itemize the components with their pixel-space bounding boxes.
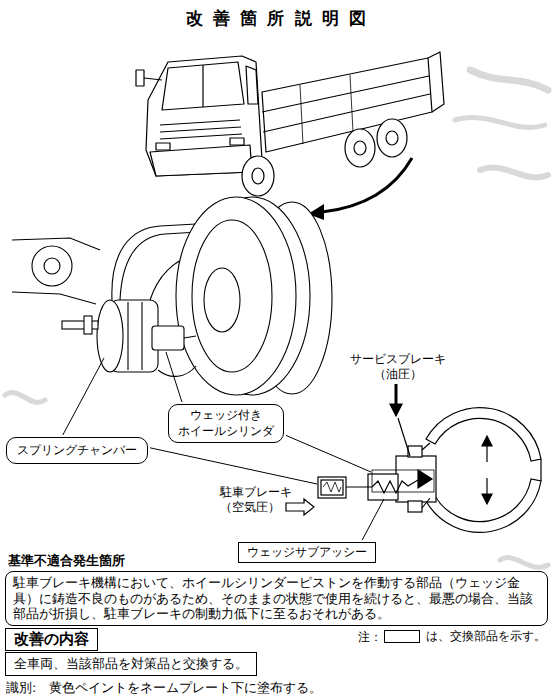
leader-line: [286, 435, 371, 472]
leader-line: [362, 499, 384, 540]
legend-text: は、交換部品を示す。: [426, 629, 546, 644]
node-text: 改善の内容: [14, 630, 89, 649]
pointer-arrow: [322, 158, 412, 212]
replacement-part-box: ウェッジサブアッシー: [238, 542, 376, 563]
node-text: スプリングチャンバー: [17, 442, 137, 459]
truck-drawing: [136, 52, 444, 196]
note-label: 注：: [358, 629, 382, 646]
node-text: 駐車ブレーキ機構において、ホイールシリンダーピストンを作動する部品（ウェッジ金具…: [5, 571, 548, 626]
callout-box: ウェッジ付き ホイールシリンダ: [168, 404, 284, 443]
pressure-label: 駐車ブレーキ （空気圧）: [220, 485, 300, 515]
notice-panel: 基準不適合発生箇所駐車ブレーキ機構において、ホイールシリンダーピストンを作動する…: [5, 550, 548, 626]
node-text: ウェッジサブアッシー: [247, 545, 367, 560]
node-text: ウェッジ付き ホイールシリンダ: [177, 408, 275, 439]
leader-line: [166, 352, 182, 402]
brake-schematic: [286, 384, 541, 532]
pressure-label: サービスブレーキ （油圧）: [348, 352, 448, 382]
heading-box: 改善の内容: [5, 628, 98, 651]
note-label: 識別: 黄色ペイントをネームプレート下に塗布する。: [6, 680, 322, 697]
leader-line: [63, 358, 104, 435]
panel-heading: 基準不適合発生箇所: [5, 552, 125, 571]
legend-swatch: [384, 630, 420, 643]
node-text: 全車両、当該部品を対策品と交換する。: [14, 655, 248, 673]
leader-line: [150, 448, 317, 484]
page-title: 改善箇所説明図: [0, 7, 552, 30]
content-box: 全車両、当該部品を対策品と交換する。: [5, 652, 257, 676]
brake-assembly: [12, 197, 332, 395]
callout-box: スプリングチャンバー: [6, 437, 148, 464]
